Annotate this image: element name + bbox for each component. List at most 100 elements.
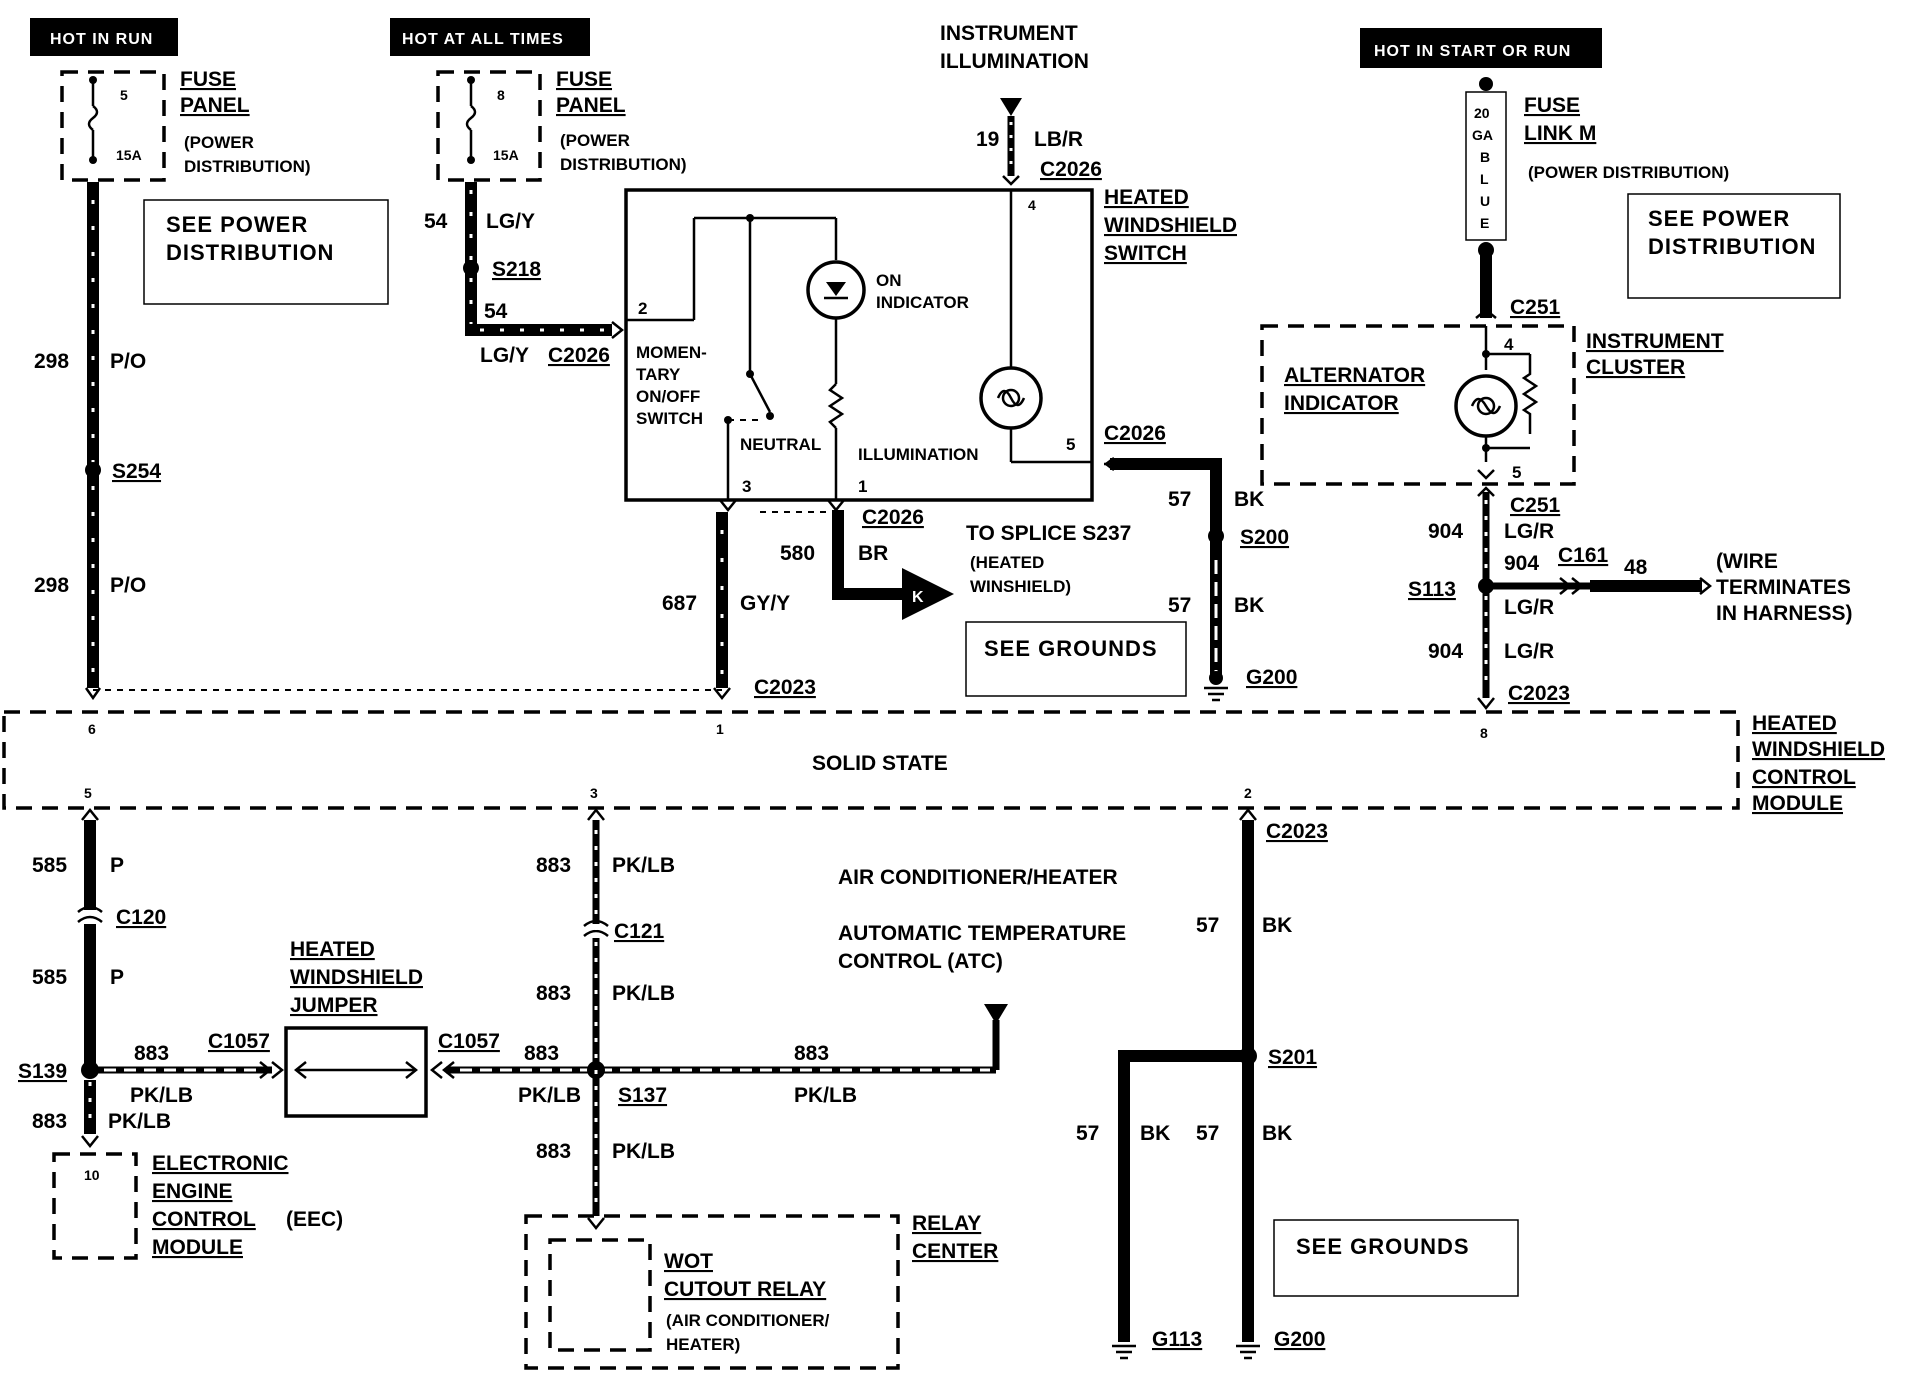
svg-text:NEUTRAL: NEUTRAL (740, 435, 821, 454)
svg-text:CENTER: CENTER (912, 1240, 998, 1263)
svg-text:ILLUMINATION: ILLUMINATION (858, 445, 979, 464)
svg-text:HOT AT ALL TIMES: HOT AT ALL TIMES (402, 31, 564, 48)
svg-text:BR: BR (858, 542, 888, 565)
eec-module: 10 ELECTRONIC ENGINE CONTROL (EEC) MODUL… (52, 1152, 343, 1260)
svg-text:4: 4 (1504, 335, 1514, 354)
svg-text:B: B (1480, 149, 1490, 165)
svg-text:WINDSHIELD: WINDSHIELD (1752, 738, 1885, 761)
svg-text:PK/LB: PK/LB (612, 854, 675, 877)
fuse-panel-mid: 8 15A FUSE PANEL (POWER DISTRIBUTION) (436, 68, 687, 182)
svg-text:BK: BK (1262, 914, 1292, 937)
svg-text:HEATER): HEATER) (666, 1335, 740, 1354)
svg-text:INSTRUMENT: INSTRUMENT (1586, 330, 1724, 353)
wire-585: 585 P C120 585 P S139 883 PK/LB (18, 807, 171, 1149)
svg-text:S137: S137 (618, 1084, 667, 1107)
svg-text:C121: C121 (614, 920, 665, 943)
svg-text:C2023: C2023 (1266, 820, 1328, 843)
svg-text:298: 298 (34, 574, 69, 597)
svg-text:CLUSTER: CLUSTER (1586, 356, 1685, 379)
svg-text:CONTROL: CONTROL (152, 1208, 256, 1231)
svg-text:1: 1 (858, 477, 867, 496)
svg-text:2: 2 (638, 299, 647, 318)
svg-text:WINSHIELD): WINSHIELD) (970, 577, 1071, 596)
svg-text:(POWER: (POWER (560, 131, 630, 150)
svg-text:6: 6 (88, 721, 96, 737)
svg-text:PK/LB: PK/LB (130, 1084, 193, 1107)
see-power-distribution-box-2: SEE POWER DISTRIBUTION (1627, 193, 1841, 299)
svg-text:5: 5 (120, 87, 128, 103)
svg-text:ENGINE: ENGINE (152, 1180, 233, 1203)
wire-883-horizontal: 883 C1057 PK/LB HEATED WINDSHIELD JUMPER… (90, 938, 1008, 1118)
svg-text:HOT IN RUN: HOT IN RUN (50, 31, 153, 48)
svg-text:SEE POWER: SEE POWER (1648, 206, 1790, 231)
svg-text:PK/LB: PK/LB (612, 982, 675, 1005)
svg-text:585: 585 (32, 966, 67, 989)
svg-text:C2026: C2026 (1104, 422, 1166, 445)
svg-text:MODULE: MODULE (1752, 792, 1843, 815)
svg-text:G113: G113 (1152, 1328, 1202, 1351)
svg-text:PANEL: PANEL (180, 94, 250, 117)
header-hot-in-run: HOT IN RUN (30, 18, 178, 56)
svg-text:LG/R: LG/R (1504, 520, 1554, 543)
svg-text:MODULE: MODULE (152, 1236, 243, 1259)
svg-text:PK/LB: PK/LB (794, 1084, 857, 1107)
svg-text:(POWER DISTRIBUTION): (POWER DISTRIBUTION) (1528, 163, 1729, 182)
svg-text:CONTROL (ATC): CONTROL (ATC) (838, 950, 1003, 973)
svg-text:S201: S201 (1268, 1046, 1317, 1069)
svg-text:K: K (912, 589, 925, 606)
wire-57-upper: C2026 57 BK S200 57 BK G200 (1103, 422, 1297, 702)
see-power-distribution-box-1: SEE POWER DISTRIBUTION (143, 199, 389, 305)
svg-text:298: 298 (34, 350, 69, 373)
svg-text:2: 2 (1244, 785, 1252, 801)
svg-text:(POWER: (POWER (184, 133, 254, 152)
svg-text:INSTRUMENT: INSTRUMENT (940, 22, 1078, 45)
svg-text:FUSE: FUSE (556, 68, 612, 91)
svg-text:WINDSHIELD: WINDSHIELD (1104, 214, 1237, 237)
svg-text:687: 687 (662, 592, 697, 615)
svg-text:C2026: C2026 (862, 506, 924, 529)
svg-text:SEE GROUNDS: SEE GROUNDS (984, 636, 1158, 661)
svg-text:8: 8 (497, 87, 505, 103)
wire-883-vertical: 883 PK/LB C121 883 PK/LB 883 PK/LB (536, 807, 675, 1231)
svg-text:LG/Y: LG/Y (480, 344, 529, 367)
svg-text:BK: BK (1140, 1122, 1170, 1145)
fuse-link-m: 20 GA B L U E FUSE LINK M (POWER DISTRIB… (1465, 77, 1729, 319)
header-hot-at-all-times: HOT AT ALL TIMES (390, 18, 590, 56)
svg-text:C120: C120 (116, 906, 166, 929)
svg-text:C2023: C2023 (754, 676, 816, 699)
svg-text:LG/R: LG/R (1504, 596, 1554, 619)
svg-text:5: 5 (1066, 435, 1075, 454)
svg-text:CONTROL: CONTROL (1752, 766, 1856, 789)
atc-label: AIR CONDITIONER/HEATER AUTOMATIC TEMPERA… (838, 866, 1126, 973)
wire-298: 298 P/O S254 298 P/O (34, 182, 161, 701)
svg-text:C2026: C2026 (548, 344, 610, 367)
svg-text:C1057: C1057 (438, 1030, 500, 1053)
wire-57-lower: C2023 57 BK S201 57 BK 57 BK G113 G200 (1076, 807, 1328, 1360)
svg-text:INDICATOR: INDICATOR (1284, 392, 1399, 415)
svg-text:G200: G200 (1274, 1328, 1325, 1351)
svg-text:ON/OFF: ON/OFF (636, 387, 700, 406)
svg-text:WINDSHIELD: WINDSHIELD (290, 966, 423, 989)
svg-text:C251: C251 (1510, 494, 1561, 517)
heated-windshield-switch[interactable]: 2 3 1 4 5 ON INDICATOR MOMEN- TARY ON/OF… (624, 186, 1237, 502)
svg-text:PK/LB: PK/LB (612, 1140, 675, 1163)
svg-text:IN HARNESS): IN HARNESS) (1716, 602, 1853, 625)
see-grounds-box-1: SEE GROUNDS (965, 621, 1187, 697)
svg-text:AUTOMATIC TEMPERATURE: AUTOMATIC TEMPERATURE (838, 922, 1126, 945)
wire-687: 687 GY/Y C2023 (93, 499, 838, 701)
svg-text:S113: S113 (1408, 578, 1456, 601)
svg-text:BK: BK (1262, 1122, 1292, 1145)
fuse-panel-left: 5 15A FUSE PANEL (POWER DISTRIBUTION) (60, 68, 311, 182)
svg-text:CUTOUT RELAY: CUTOUT RELAY (664, 1278, 826, 1301)
svg-text:C251: C251 (1510, 296, 1561, 319)
svg-text:904: 904 (1428, 640, 1463, 663)
svg-text:883: 883 (524, 1042, 559, 1065)
svg-text:SWITCH: SWITCH (1104, 242, 1187, 265)
svg-text:3: 3 (590, 785, 598, 801)
instrument-cluster: 4 5 ALTERNATOR INDICATOR INSTRUMENT CLUS… (1260, 324, 1724, 486)
wire-580: K C2026 580 BR TO SPLICE S237 (HEATED WI… (780, 499, 1131, 620)
svg-text:HOT IN START OR RUN: HOT IN START OR RUN (1374, 43, 1571, 60)
svg-text:SEE POWER: SEE POWER (166, 212, 308, 237)
see-grounds-box-2: SEE GROUNDS (1273, 1219, 1519, 1297)
